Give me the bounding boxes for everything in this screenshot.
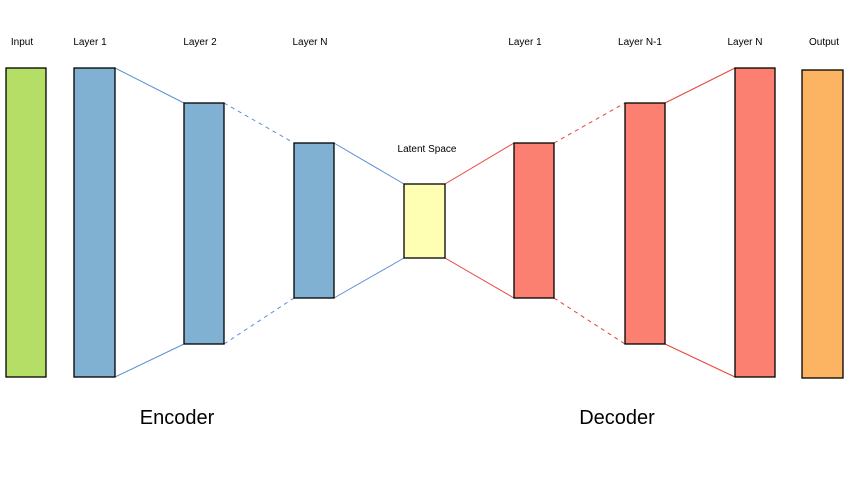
- encoder-layer-2-block: [183, 102, 225, 345]
- enc-line-l2-ln-top-dashed: [223, 102, 295, 144]
- decoder-layer-n-1-block: [624, 102, 666, 345]
- dec-line-l1-ln1-bottom-dashed: [553, 297, 626, 345]
- decoder-layer-1-block: [513, 142, 555, 299]
- decoder-label: Decoder: [579, 407, 655, 429]
- decoder-layer-n-label: Layer N: [727, 37, 762, 48]
- encoder-layer-1-label: Layer 1: [73, 37, 107, 48]
- dec-line-ln1-ln-top: [664, 67, 736, 104]
- enc-line-l1-l2-top: [114, 67, 185, 104]
- encoder-layer-n-label: Layer N: [292, 37, 327, 48]
- enc-line-l1-l2-bottom: [114, 343, 185, 378]
- blocks: [5, 67, 844, 379]
- latent-space-block: [403, 183, 446, 259]
- decoder-layer-n-block: [734, 67, 776, 378]
- encoder-layer-1-block: [73, 67, 116, 378]
- decoder-connections: [444, 67, 736, 378]
- decoder-layer-1-label: Layer 1: [508, 37, 542, 48]
- output-label: Output: [809, 37, 839, 48]
- enc-line-l2-ln-bottom-dashed: [223, 297, 295, 345]
- output-block: [801, 69, 844, 379]
- encoder-label: Encoder: [140, 407, 215, 429]
- dec-line-ln1-ln-bottom: [664, 343, 736, 378]
- dec-line-latent-l1-top: [444, 142, 515, 185]
- encoder-layer-n-block: [293, 142, 335, 299]
- latent-space-label: Latent Space: [398, 144, 457, 155]
- encoder-layer-2-label: Layer 2: [183, 37, 217, 48]
- input-label: Input: [11, 37, 33, 48]
- enc-line-ln-latent-bottom: [333, 257, 405, 299]
- dec-line-latent-l1-bottom: [444, 257, 515, 299]
- labels: Input Layer 1 Layer 2 Layer N Latent Spa…: [11, 37, 839, 429]
- dec-line-l1-ln1-top-dashed: [553, 102, 626, 144]
- input-block: [5, 67, 47, 378]
- encoder-connections: [114, 67, 405, 378]
- decoder-layer-n-1-label: Layer N-1: [618, 37, 662, 48]
- enc-line-ln-latent-top: [333, 142, 405, 185]
